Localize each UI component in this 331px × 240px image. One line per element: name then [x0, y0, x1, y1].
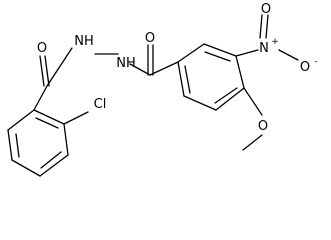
hydrazide-nh-left-label: NH	[74, 34, 94, 49]
right-benzene-ring	[177, 43, 245, 111]
nitro-oxygen-charge: -	[314, 57, 317, 67]
nitro-oxygen-top-label: O	[261, 2, 271, 17]
right-carbonyl-bonds	[129, 44, 179, 76]
left-carbonyl-bonds	[33, 47, 73, 111]
molecule-structure: O NH NH O N + O O - O Cl	[7, 2, 318, 177]
nitro-oxygen-right-label: O	[300, 60, 310, 75]
carbon-chlorine-bond	[63, 111, 89, 125]
nitro-group-bonds	[235, 14, 299, 61]
nitro-nitrogen-charge: +	[271, 37, 279, 47]
hydrazide-nh-right-label: NH	[116, 56, 136, 71]
methoxy-oxygen-label: O	[258, 119, 268, 134]
left-benzene-ring	[7, 109, 69, 177]
carbonyl-oxygen-left-label: O	[37, 41, 47, 56]
methoxy-group-bonds	[242, 87, 263, 151]
carbonyl-oxygen-right-label: O	[145, 31, 155, 46]
nitro-nitrogen-label: N	[259, 41, 269, 56]
chlorine-label: Cl	[94, 97, 107, 112]
